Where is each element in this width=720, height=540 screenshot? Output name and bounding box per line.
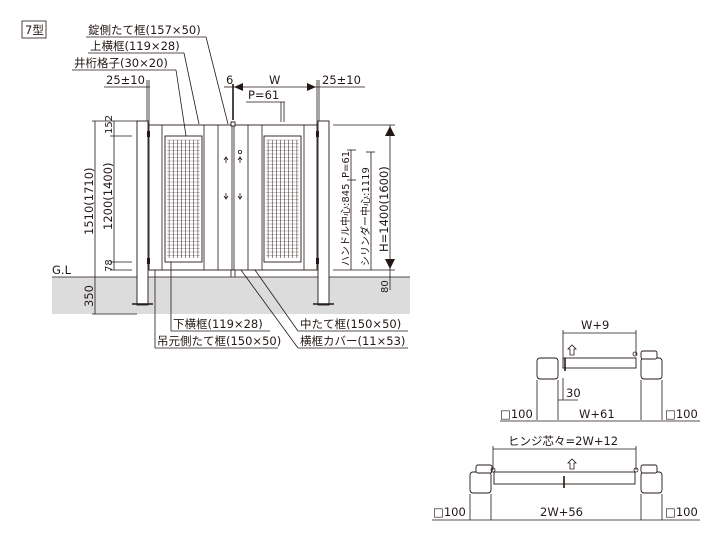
- svg-text:1200(1400): 1200(1400): [101, 162, 115, 230]
- ground-label: G.L: [52, 263, 72, 277]
- open-direction-arrow-icon: [567, 344, 577, 356]
- svg-text:□100: □100: [665, 407, 698, 421]
- svg-text:H=1400(1600): H=1400(1600): [377, 166, 391, 252]
- svg-text:吊元側たて框(150×50): 吊元側たて框(150×50): [157, 334, 281, 348]
- svg-text:横框カバー(11×53): 横框カバー(11×53): [300, 334, 405, 348]
- dim-pitch-top: P=61: [246, 88, 285, 122]
- svg-text:W+9: W+9: [581, 318, 609, 332]
- callout-hinge-stile: 吊元側たて框(150×50): [154, 270, 281, 349]
- svg-text:152: 152: [104, 115, 115, 134]
- dim-embed-depth: 350: [82, 277, 137, 315]
- dim-gate-height: H=1400(1600) 80: [333, 124, 395, 293]
- lattice-panel-right: [263, 135, 302, 263]
- plan-view-double: ヒンジ芯々=2W+12 □100 2W+56 □100: [432, 434, 700, 521]
- svg-text:井桁格子(30×20): 井桁格子(30×20): [74, 56, 168, 70]
- right-post: [313, 120, 334, 306]
- handle-icon: [223, 149, 243, 200]
- dim-gap-left: 25±10: [104, 73, 150, 125]
- svg-text:78: 78: [104, 259, 115, 272]
- svg-text:中たて框(150×50): 中たて框(150×50): [300, 317, 401, 331]
- dim-panel-height: 1200(1400) 152 78: [101, 115, 132, 272]
- svg-text:350: 350: [82, 285, 96, 307]
- svg-text:W: W: [269, 73, 280, 87]
- svg-text:1510(1710): 1510(1710): [82, 167, 96, 235]
- dim-width: 6 W 25±10: [224, 73, 365, 125]
- left-post: [132, 120, 153, 306]
- svg-text:25±10: 25±10: [106, 73, 145, 87]
- svg-text:W+61: W+61: [579, 407, 615, 421]
- lattice-panel-left: [164, 135, 203, 263]
- svg-text:6: 6: [226, 73, 233, 87]
- svg-text:30: 30: [566, 386, 581, 400]
- callout-center-stile: 中たて框(150×50): [254, 269, 408, 332]
- callout-rail-cover: 横框カバー(11×53): [240, 269, 408, 349]
- open-direction-arrow-icon: [567, 458, 577, 470]
- callout-lattice: 井桁格子(30×20): [72, 56, 187, 137]
- svg-text:80: 80: [380, 280, 391, 293]
- svg-text:P=61: P=61: [341, 151, 352, 178]
- callout-top-rail: 上横框(119×28): [88, 39, 200, 125]
- ground-band: [52, 277, 410, 314]
- dim-total-height: 1510(1710): [82, 120, 137, 277]
- svg-text:□100: □100: [433, 505, 466, 519]
- svg-text:下横框(119×28): 下横框(119×28): [173, 317, 263, 331]
- svg-text:ヒンジ芯々=2W+12: ヒンジ芯々=2W+12: [508, 434, 618, 448]
- type-label: 7型: [25, 23, 44, 37]
- svg-text:□100: □100: [500, 407, 533, 421]
- callout-bottom-rail: 下横框(119×28): [170, 262, 270, 332]
- svg-text:錠側たて框(157×50): 錠側たて框(157×50): [88, 23, 201, 37]
- plan-view-single: W+9 30 □100 W+61 □100: [500, 318, 700, 422]
- svg-text:2W+56: 2W+56: [540, 505, 583, 519]
- dim-cylinder: シリンダー中心:1119: [359, 151, 375, 270]
- svg-text:ハンドル中心:845: ハンドル中心:845: [339, 184, 352, 266]
- svg-text:25±10: 25±10: [322, 73, 361, 87]
- type-label-box: [21, 20, 47, 39]
- svg-text:P=61: P=61: [248, 88, 279, 102]
- svg-text:上横框(119×28): 上横框(119×28): [90, 39, 180, 53]
- svg-text:シリンダー中心:1119: シリンダー中心:1119: [359, 167, 372, 266]
- dim-handle: P=61 ハンドル中心:845: [339, 149, 356, 270]
- callout-lock-stile: 錠側たて框(157×50): [86, 23, 229, 125]
- svg-text:□100: □100: [665, 505, 698, 519]
